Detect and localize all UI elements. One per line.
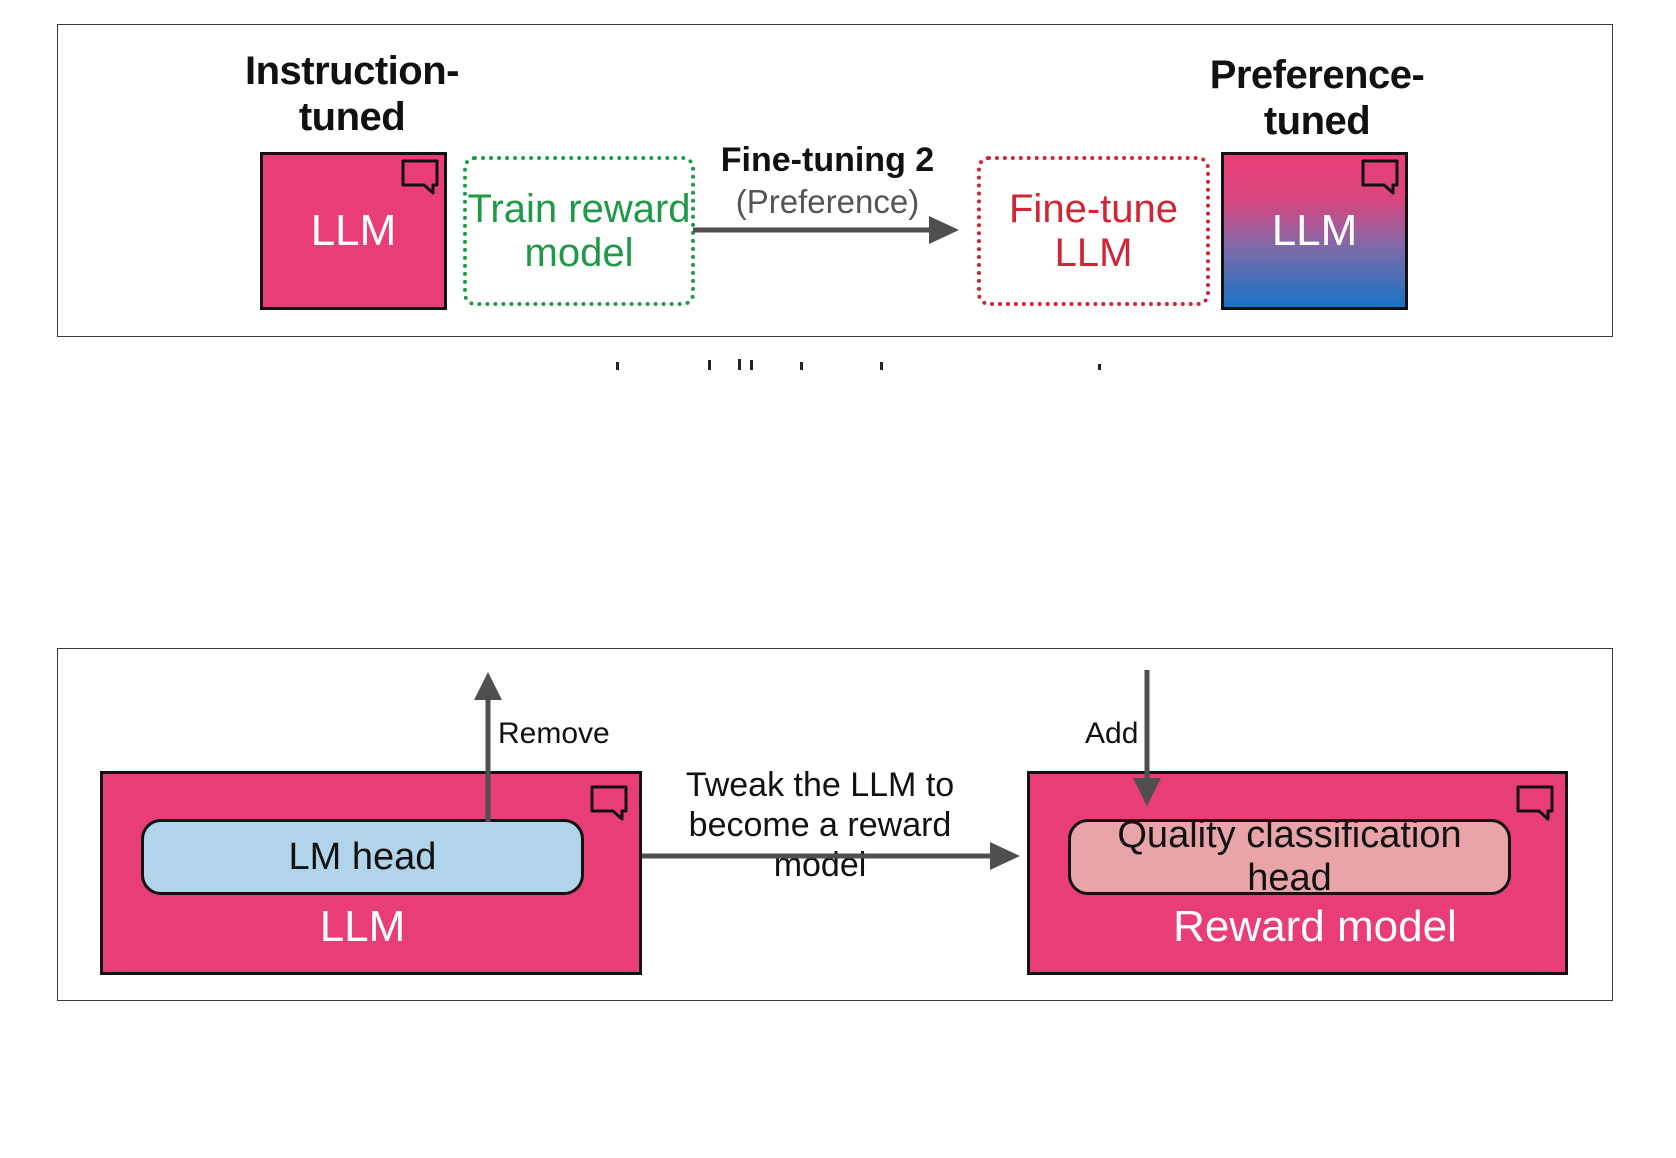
lm-head-pill: LM head xyxy=(141,819,584,895)
fine-tuning-step-title: Fine-tuning 2 xyxy=(720,141,935,179)
llm-label: LLM xyxy=(1271,206,1358,255)
instruction-tuned-llm-box: LLM xyxy=(260,152,447,310)
remove-arrow xyxy=(474,672,502,822)
add-arrow xyxy=(1133,670,1161,806)
train-reward-model-box: Train reward model xyxy=(463,156,695,306)
preference-tuned-heading: Preference- tuned xyxy=(1209,53,1425,143)
chat-bubble-icon xyxy=(590,785,628,821)
fine-tune-llm-box: Fine-tune LLM xyxy=(977,156,1210,306)
instruction-tuned-heading: Instruction- tuned xyxy=(245,49,459,139)
tweak-label: Tweak the LLM to become a reward model xyxy=(685,766,955,884)
llm-label: LLM xyxy=(310,206,397,255)
llm-label: LLM xyxy=(319,902,406,951)
fine-tune-llm-label: Fine-tune LLM xyxy=(1009,187,1178,275)
chat-bubble-icon xyxy=(1516,785,1554,821)
lm-head-label: LM head xyxy=(288,835,437,878)
quality-classification-head-pill: Quality classification head xyxy=(1068,814,1511,899)
clipped-caption-fragment xyxy=(616,359,1101,370)
remove-label: Remove xyxy=(498,717,610,750)
fine-tuning-step-subtitle: (Preference) xyxy=(735,183,920,220)
quality-classification-head-label: Quality classification head xyxy=(1117,814,1462,899)
top-flow-arrow xyxy=(693,216,959,244)
chat-bubble-icon xyxy=(1361,159,1399,195)
add-label: Add xyxy=(1085,717,1139,750)
preference-tuned-llm-box: LLM xyxy=(1221,152,1408,310)
chat-bubble-icon xyxy=(401,159,439,195)
train-reward-model-label: Train reward model xyxy=(467,187,691,275)
tweak-flow-arrow xyxy=(642,842,1020,870)
reward-model-label: Reward model xyxy=(1173,902,1457,951)
